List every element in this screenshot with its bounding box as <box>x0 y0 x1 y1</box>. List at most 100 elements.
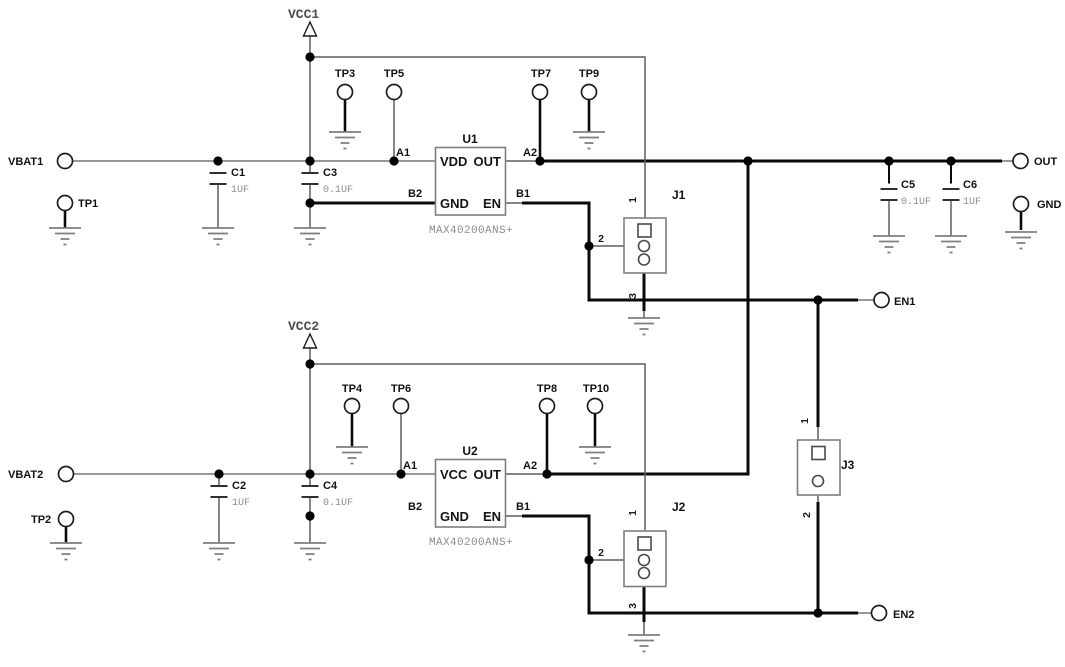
j1-ref: J1 <box>672 188 686 202</box>
wire-out-tie <box>547 161 750 476</box>
u1-pin-vdd: VDD <box>440 154 467 169</box>
j1-pin3-icon <box>637 253 651 266</box>
tp8-label: TP8 <box>537 383 557 395</box>
wires-c5-c6-gnd <box>888 200 952 236</box>
c1-value: 1UF <box>231 185 249 196</box>
tp6-testpoint <box>392 397 410 415</box>
tp6-label: TP6 <box>391 383 411 395</box>
vbat1-terminal <box>56 152 74 170</box>
power-flags: VCC1 VCC2 <box>288 7 319 349</box>
tp5-label: TP5 <box>384 68 404 80</box>
j1-pin2-icon <box>637 239 651 253</box>
tp1-label: TP1 <box>78 198 98 210</box>
net-label-b2: B2 <box>408 188 422 200</box>
j1-pin1-number: 1 <box>627 197 639 203</box>
tp9-testpoint <box>580 83 598 101</box>
j3-pad1-icon <box>811 445 826 461</box>
wire-vcc1-rail <box>310 56 646 224</box>
j1-jumper: J1 1 2 3 <box>598 188 686 299</box>
u2-ref: U2 <box>462 444 478 458</box>
c3-value: 0.1UF <box>323 185 353 196</box>
net-label-b1: B1 <box>516 188 530 200</box>
u1-part: MAX40200ANS+ <box>429 225 513 237</box>
wires-tp-stubs-bottom <box>64 414 597 543</box>
c4-value: 0.1UF <box>323 498 353 509</box>
net-label-a1: A1 <box>403 460 417 472</box>
c2-ref: C2 <box>232 480 246 492</box>
u2-pin-gnd: GND <box>440 509 469 524</box>
u2-pin-en: EN <box>483 509 501 524</box>
en2-terminal <box>870 604 888 622</box>
j2-jumper: J2 1 2 3 <box>598 500 686 609</box>
j2-pin3-icon <box>637 566 651 580</box>
tp5-testpoint <box>385 83 403 101</box>
wire-vcc2-rail <box>310 363 646 537</box>
c3-ref: C3 <box>323 167 337 179</box>
out-label: OUT <box>1034 156 1058 168</box>
j1-pin3-number: 3 <box>627 293 639 299</box>
u2-pin-out: OUT <box>474 467 502 482</box>
net-label-a2: A2 <box>523 460 537 472</box>
tp3-label: TP3 <box>335 68 355 80</box>
j2-pin1-number: 1 <box>627 510 639 516</box>
en1-label: EN1 <box>894 296 915 308</box>
gnd-label: GND <box>1037 199 1062 211</box>
u1-ref: U1 <box>462 132 478 146</box>
u1-ic: U1 MAX40200ANS+ VDD OUT GND EN A1 A2 B2 … <box>396 132 537 237</box>
u2-ic: U2 MAX40200ANS+ VCC OUT GND EN A1 A2 B2 … <box>403 444 537 549</box>
c1-ref: C1 <box>231 167 245 179</box>
tp9-label: TP9 <box>579 68 599 80</box>
vbat2-label: VBAT2 <box>8 469 43 481</box>
vcc2-label: VCC2 <box>288 319 319 334</box>
tp7-testpoint <box>531 83 549 101</box>
vbat1-label: VBAT1 <box>8 156 43 168</box>
j3-pin2-number: 2 <box>801 512 813 518</box>
tp7-label: TP7 <box>531 68 551 80</box>
j3-ref: J3 <box>841 458 855 472</box>
wires-u2-stubs <box>506 473 547 517</box>
j2-ref: J2 <box>672 500 686 514</box>
wires-tp-stubs-top <box>63 100 591 228</box>
en1-terminal <box>873 291 890 309</box>
labels: VBAT1 TP1 VBAT2 TP2 TP3 TP5 TP7 TP9 TP4 … <box>8 68 1062 621</box>
c4-ref: C4 <box>323 480 338 492</box>
tp4-label: TP4 <box>342 383 363 395</box>
net-label-a1: A1 <box>396 147 410 159</box>
net-label-b1: B1 <box>516 501 530 513</box>
u2-body <box>434 458 507 528</box>
j2-pin3-number: 3 <box>627 603 639 609</box>
net-label-a2: A2 <box>523 147 537 159</box>
wires-terminal-stubs <box>858 160 1013 614</box>
c2-value: 1UF <box>232 498 250 509</box>
tp2-label: TP2 <box>31 514 51 526</box>
c5-ref: C5 <box>901 179 915 191</box>
tp2-testpoint <box>57 510 75 528</box>
c6-ref: C6 <box>963 179 977 191</box>
tp10-label: TP10 <box>583 383 609 395</box>
u1-pin-en: EN <box>483 196 501 211</box>
j2-pin2-number: 2 <box>598 547 604 559</box>
j3-pin2-icon <box>811 474 825 488</box>
j3-jumper: J3 1 2 <box>796 418 855 518</box>
j1-pad1-icon <box>637 223 652 238</box>
tp4-testpoint <box>343 397 361 415</box>
capacitor-labels: C1 1UF C3 0.1UF C2 1UF C4 0.1UF C5 0.1UF… <box>231 167 981 509</box>
c5-value: 0.1UF <box>901 197 931 208</box>
vbat2-terminal <box>57 465 75 483</box>
wires-u1-stubs <box>506 160 540 204</box>
tp3-testpoint <box>336 83 354 101</box>
tp8-testpoint <box>538 397 556 415</box>
c6-value: 1UF <box>963 197 981 208</box>
u1-pin-out: OUT <box>474 154 502 169</box>
u1-pin-gnd: GND <box>440 196 469 211</box>
wire-b1-en1 <box>522 201 858 302</box>
j1-pin2-number: 2 <box>598 233 604 245</box>
out-terminal <box>1012 152 1029 170</box>
tp1-testpoint <box>56 194 74 212</box>
vcc1-label: VCC1 <box>288 7 319 22</box>
j2-pin2-icon <box>637 553 651 567</box>
j2-pad1-icon <box>637 536 652 551</box>
